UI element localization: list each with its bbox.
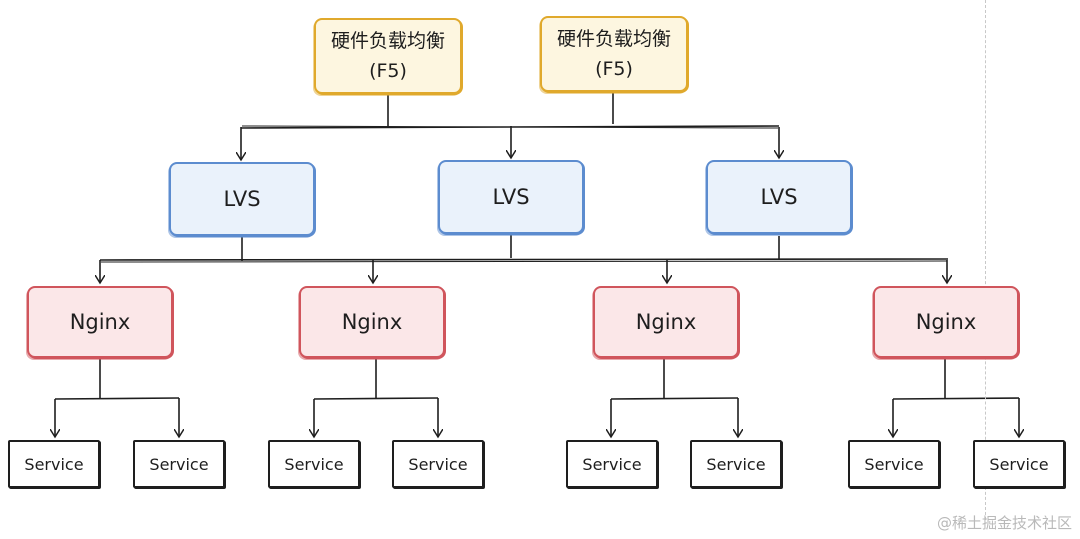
service-node-6-label: Service	[706, 454, 766, 474]
service-node-7: Service	[848, 440, 940, 488]
service-node-8: Service	[973, 440, 1065, 488]
service-node-4-label: Service	[408, 454, 468, 474]
nginx-node-4-label: Nginx	[915, 310, 977, 334]
f5-node-1-subtitle: (F5)	[369, 60, 407, 82]
nginx-node-3-label: Nginx	[635, 310, 697, 334]
dashed-divider	[985, 0, 986, 520]
service-node-2: Service	[133, 440, 225, 488]
service-node-7-label: Service	[864, 454, 924, 474]
service-node-1-label: Service	[24, 454, 84, 474]
service-node-3-label: Service	[284, 454, 344, 474]
nginx-node-4: Nginx	[873, 286, 1019, 358]
lvs-bus-2	[100, 260, 948, 263]
service-node-6: Service	[690, 440, 782, 488]
nginx-node-1: Nginx	[27, 286, 173, 358]
service-node-1: Service	[8, 440, 100, 488]
watermark: @稀土掘金技术社区	[936, 514, 1072, 532]
service-node-3: Service	[268, 440, 360, 488]
nginx-4-bus	[892, 397, 1020, 400]
f5-node-2-title: 硬件负载均衡	[556, 28, 671, 50]
service-node-8-label: Service	[989, 454, 1049, 474]
lvs-bus	[99, 258, 949, 261]
f5-to-lvs-edges	[241, 92, 779, 160]
f5-node-2: 硬件负载均衡 (F5)	[540, 16, 688, 92]
service-node-2-label: Service	[149, 454, 209, 474]
service-node-4: Service	[392, 440, 484, 488]
nginx-1-bus	[54, 397, 180, 400]
f5-bus-2	[241, 125, 779, 129]
f5-node-1-title: 硬件负载均衡	[330, 30, 445, 52]
lvs-node-3: LVS	[706, 160, 852, 234]
nginx-node-2: Nginx	[299, 286, 445, 358]
nginx-3-bus	[610, 397, 739, 400]
lvs-to-nginx-edges	[100, 234, 948, 283]
lvs-node-2: LVS	[438, 160, 584, 234]
nginx-node-3: Nginx	[593, 286, 739, 358]
service-node-5-label: Service	[582, 454, 642, 474]
lvs-node-2-label: LVS	[492, 185, 530, 209]
nginx-node-2-label: Nginx	[341, 310, 403, 334]
lvs-node-1: LVS	[169, 162, 315, 236]
nginx-2-bus	[313, 397, 439, 400]
lvs-node-3-label: LVS	[760, 185, 798, 209]
f5-node-2-subtitle: (F5)	[595, 58, 633, 80]
nginx-to-service-edges	[55, 359, 1019, 437]
service-node-5: Service	[566, 440, 658, 488]
nginx-node-1-label: Nginx	[69, 310, 131, 334]
lvs-node-1-label: LVS	[223, 187, 261, 211]
f5-node-1: 硬件负载均衡 (F5)	[314, 18, 462, 94]
